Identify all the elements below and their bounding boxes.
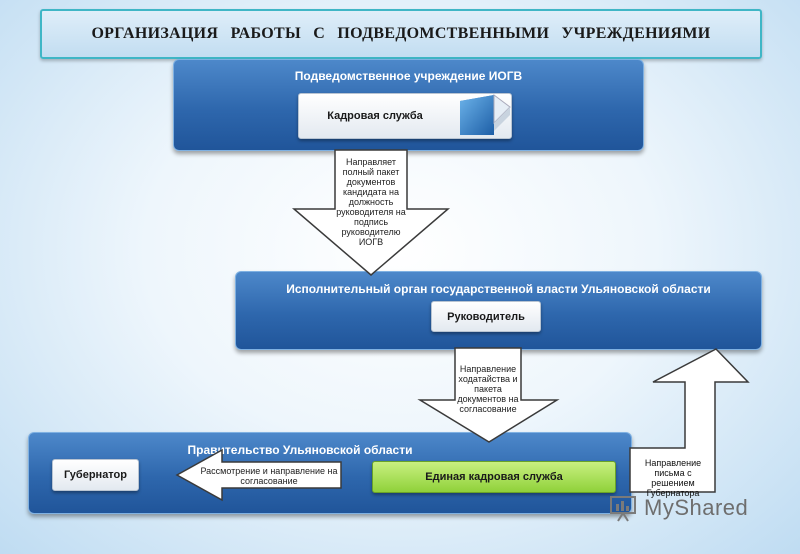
return-up-arrow	[629, 348, 750, 493]
governor-button[interactable]: Губернатор	[52, 459, 139, 491]
arrow1-label: Направляет полный пакет документов канди…	[336, 157, 406, 247]
head-label: Руководитель	[447, 310, 525, 323]
panel-government-title: Правительство Ульяновской области	[187, 443, 413, 457]
left-arrow	[175, 448, 342, 502]
unified-hr-service-button[interactable]: Единая кадровая служба	[372, 461, 616, 493]
arrow2-label: Направление ходатайства и пакета докумен…	[457, 364, 519, 414]
presentation-icon	[610, 496, 636, 522]
page-title: ОРГАНИЗАЦИЯ РАБОТЫ С ПОДВЕДОМСТВЕННЫМИ У…	[91, 25, 711, 42]
head-button[interactable]: Руководитель	[431, 301, 541, 332]
down-arrow-1	[291, 149, 451, 276]
panel-subordinate-title: Подведомственное учреждение ИОГВ	[294, 69, 523, 83]
panel-executive-body: Исполнительный орган государственной вла…	[235, 271, 762, 350]
folder-icon	[460, 94, 511, 135]
return-note: Направление письма с решением Губернатор…	[644, 458, 702, 498]
unified-hr-label: Единая кадровая служба	[425, 471, 563, 483]
myshared-logo: MyShared	[608, 494, 768, 522]
logo-text: MyShared	[644, 495, 749, 520]
hr-service-label: Кадровая служба	[327, 110, 423, 122]
title-bar: ОРГАНИЗАЦИЯ РАБОТЫ С ПОДВЕДОМСТВЕННЫМИ У…	[40, 9, 762, 59]
left-arrow-label: Рассмотрение и направление на согласован…	[200, 466, 338, 486]
governor-label: Губернатор	[63, 469, 127, 481]
panel-executive-title: Исполнительный орган государственной вла…	[286, 282, 711, 296]
down-arrow-2	[417, 347, 560, 443]
panel-subordinate-institution: Подведомственное учреждение ИОГВ Кадрова…	[173, 59, 644, 151]
